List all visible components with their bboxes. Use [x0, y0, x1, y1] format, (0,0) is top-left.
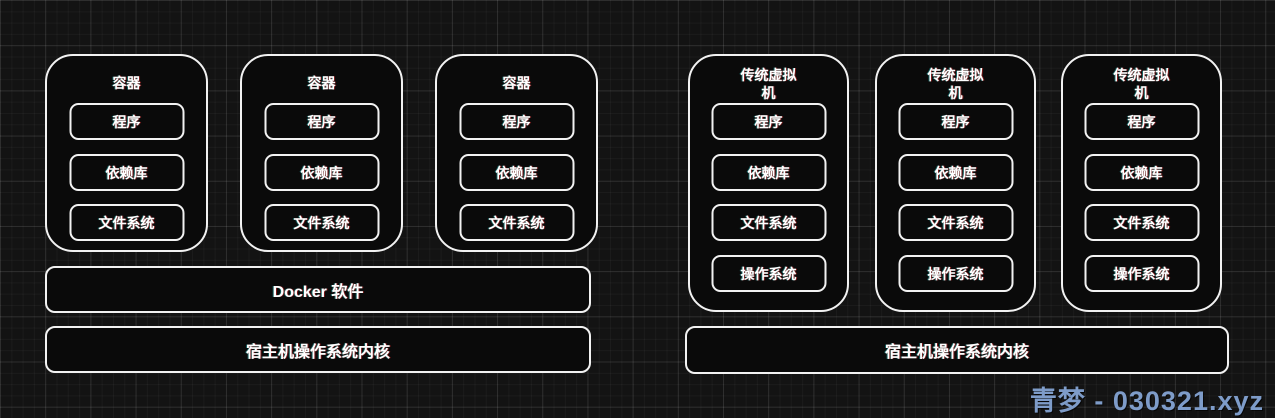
dependency-lib-box: 依赖库	[69, 154, 184, 191]
os-box: 操作系统	[1084, 255, 1199, 292]
program-box: 程序	[69, 103, 184, 140]
filesystem-box: 文件系统	[898, 204, 1013, 241]
vm-title: 传统虚拟机	[1063, 66, 1220, 102]
vm-title: 传统虚拟机	[877, 66, 1034, 102]
vm-title-text: 传统虚拟机	[1113, 67, 1170, 101]
program-box: 程序	[1084, 103, 1199, 140]
watermark-text: 青梦 - 030321.xyz	[1029, 386, 1264, 416]
vm-title-text: 传统虚拟机	[927, 67, 984, 101]
vm-node-2: 传统虚拟机 程序 依赖库 文件系统 操作系统	[875, 54, 1036, 312]
os-box: 操作系统	[711, 255, 826, 292]
os-box: 操作系统	[898, 255, 1013, 292]
dependency-lib-box: 依赖库	[264, 154, 379, 191]
dependency-lib-box: 依赖库	[711, 154, 826, 191]
vm-title-text: 传统虚拟机	[740, 67, 797, 101]
filesystem-box: 文件系统	[711, 204, 826, 241]
dependency-lib-box: 依赖库	[459, 154, 574, 191]
host-os-kernel-bar-left: 宿主机操作系统内核	[45, 326, 591, 373]
filesystem-box: 文件系统	[264, 204, 379, 241]
container-node-3: 容器 程序 依赖库 文件系统	[435, 54, 598, 252]
vm-node-1: 传统虚拟机 程序 依赖库 文件系统 操作系统	[688, 54, 849, 312]
dependency-lib-box: 依赖库	[898, 154, 1013, 191]
vm-node-3: 传统虚拟机 程序 依赖库 文件系统 操作系统	[1061, 54, 1222, 312]
program-box: 程序	[459, 103, 574, 140]
host-os-kernel-bar-right: 宿主机操作系统内核	[685, 326, 1229, 374]
program-box: 程序	[898, 103, 1013, 140]
container-title: 容器	[307, 75, 336, 91]
filesystem-box: 文件系统	[69, 204, 184, 241]
docker-software-bar: Docker 软件	[45, 266, 591, 313]
program-box: 程序	[264, 103, 379, 140]
dependency-lib-box: 依赖库	[1084, 154, 1199, 191]
container-node-2: 容器 程序 依赖库 文件系统	[240, 54, 403, 252]
container-title: 容器	[112, 75, 141, 91]
program-box: 程序	[711, 103, 826, 140]
filesystem-box: 文件系统	[459, 204, 574, 241]
filesystem-box: 文件系统	[1084, 204, 1199, 241]
vm-title: 传统虚拟机	[690, 66, 847, 102]
container-node-1: 容器 程序 依赖库 文件系统	[45, 54, 208, 252]
container-title: 容器	[502, 75, 531, 91]
